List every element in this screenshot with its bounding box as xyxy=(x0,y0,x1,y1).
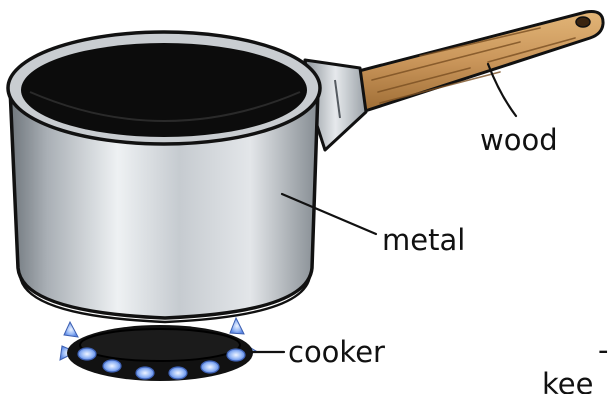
wooden-handle xyxy=(355,12,603,113)
wood-leader xyxy=(488,64,516,116)
cooker-label: cooker xyxy=(288,335,385,369)
wood-label: wood xyxy=(480,123,558,157)
saucepan-body xyxy=(8,32,320,322)
cooker-burner xyxy=(60,318,256,381)
metal-label: metal xyxy=(382,223,465,257)
cut-off-text-bottom: kee xyxy=(542,367,593,394)
burner-cap xyxy=(80,329,240,361)
handle-hang-hole xyxy=(576,17,590,27)
saucepan-interior xyxy=(21,43,307,137)
cut-off-dash: - xyxy=(598,333,608,367)
